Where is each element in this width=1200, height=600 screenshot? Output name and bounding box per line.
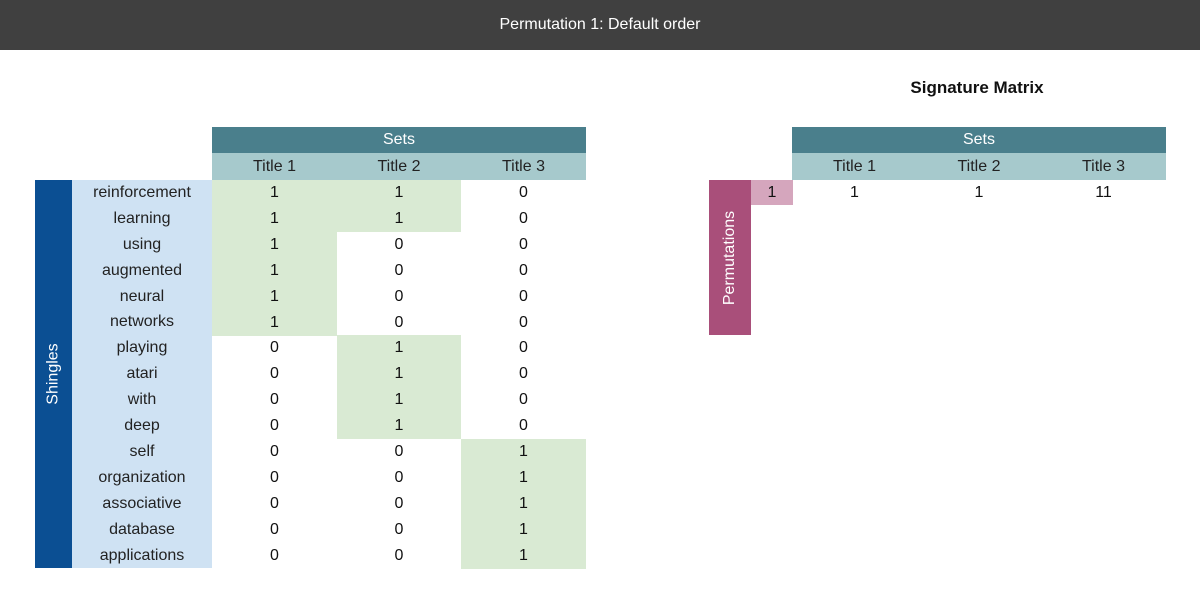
- matrix-cell: 1: [461, 516, 586, 543]
- matrix-cell: 0: [519, 339, 528, 357]
- matrix-cell: 0: [394, 520, 404, 538]
- input-col-header-title-1: Title 1: [212, 153, 337, 180]
- shingle-label: reinforcement: [93, 183, 191, 201]
- matrix-cell: 0: [519, 261, 528, 279]
- matrix-cell: 1: [212, 309, 337, 336]
- matrix-cell: 1: [337, 387, 461, 414]
- matrix-cell: 0: [394, 546, 404, 564]
- matrix-cell: 1: [461, 490, 586, 517]
- shingles-label-bar: Shingles: [35, 180, 72, 568]
- matrix-cell: 0: [270, 443, 279, 461]
- matrix-cell: 1: [461, 439, 586, 466]
- matrix-cell: 0: [270, 365, 279, 383]
- matrix-cell: 1: [212, 283, 337, 310]
- matrix-cell: 0: [394, 287, 404, 305]
- signature-value-title-3: 11: [1095, 183, 1112, 201]
- matrix-cell: 1: [337, 335, 461, 362]
- permutations-label: Permutations: [721, 210, 739, 305]
- matrix-cell: 0: [519, 184, 528, 202]
- matrix-cell: 1: [212, 257, 337, 284]
- matrix-cell: 0: [394, 235, 404, 253]
- matrix-cell: 0: [519, 235, 528, 253]
- shingle-label: augmented: [101, 261, 183, 279]
- matrix-cell: 0: [270, 468, 279, 486]
- matrix-cell: 0: [394, 468, 404, 486]
- matrix-cell: 0: [270, 520, 279, 538]
- signature-value-title-2: 1: [974, 183, 984, 201]
- shingle-label: with: [127, 391, 157, 409]
- matrix-cell: 1: [212, 205, 337, 232]
- matrix-cell: 1: [337, 361, 461, 388]
- signature-sets-header: Sets: [792, 127, 1166, 153]
- matrix-cell: 1: [461, 464, 586, 491]
- page-title: Permutation 1: Default order: [499, 16, 701, 33]
- signature-col-header-title-2: Title 2: [917, 153, 1041, 180]
- shingle-label: deep: [124, 417, 160, 435]
- matrix-cell: 0: [394, 313, 404, 331]
- shingle-label: learning: [113, 209, 171, 227]
- matrix-cell: 1: [461, 542, 586, 569]
- shingle-label: organization: [98, 468, 186, 486]
- shingle-label: applications: [99, 546, 185, 564]
- matrix-cell: 0: [394, 494, 404, 512]
- shingle-label: atari: [126, 365, 158, 383]
- input-col-header-title-3: Title 3: [461, 153, 586, 180]
- matrix-cell: 0: [519, 287, 528, 305]
- signature-col-header-title-3: Title 3: [1041, 153, 1166, 180]
- shingle-label: neural: [119, 287, 165, 305]
- matrix-cell: 1: [337, 205, 461, 232]
- shingle-label: associative: [102, 494, 182, 512]
- matrix-cell: 0: [270, 339, 279, 357]
- signature-col-header-title-1: Title 1: [792, 153, 917, 180]
- input-col-header-title-2: Title 2: [337, 153, 461, 180]
- signature-matrix-title: Signature Matrix: [910, 78, 1044, 97]
- matrix-cell: 0: [519, 365, 528, 383]
- shingle-column: [72, 180, 212, 568]
- matrix-cell: 1: [337, 180, 461, 207]
- matrix-cell: 0: [270, 417, 279, 435]
- permutations-label-bar: Permutations: [709, 180, 751, 335]
- matrix-cell: 0: [270, 494, 279, 512]
- permutation-index: 1: [751, 180, 793, 205]
- shingle-label: playing: [116, 339, 168, 357]
- matrix-cell: 0: [270, 546, 279, 564]
- matrix-cell: 0: [519, 391, 528, 409]
- shingle-label: using: [122, 235, 162, 253]
- matrix-cell: 1: [337, 413, 461, 440]
- matrix-cell: 0: [519, 417, 528, 435]
- shingle-label: self: [129, 442, 155, 460]
- matrix-cell: 0: [394, 443, 404, 461]
- signature-value-title-1: 1: [850, 183, 859, 201]
- matrix-cell: 0: [270, 391, 279, 409]
- matrix-cell: 0: [519, 313, 528, 331]
- shingle-label: networks: [109, 313, 175, 331]
- header-bar: Permutation 1: Default order: [0, 0, 1200, 50]
- matrix-cell: 0: [394, 261, 404, 279]
- shingle-label: database: [109, 520, 175, 538]
- matrix-cell: 1: [212, 231, 337, 258]
- matrix-cell: 1: [212, 180, 337, 207]
- input-sets-header: Sets: [212, 127, 586, 153]
- shingles-label: Shingles: [44, 343, 62, 405]
- matrix-cell: 0: [519, 209, 528, 227]
